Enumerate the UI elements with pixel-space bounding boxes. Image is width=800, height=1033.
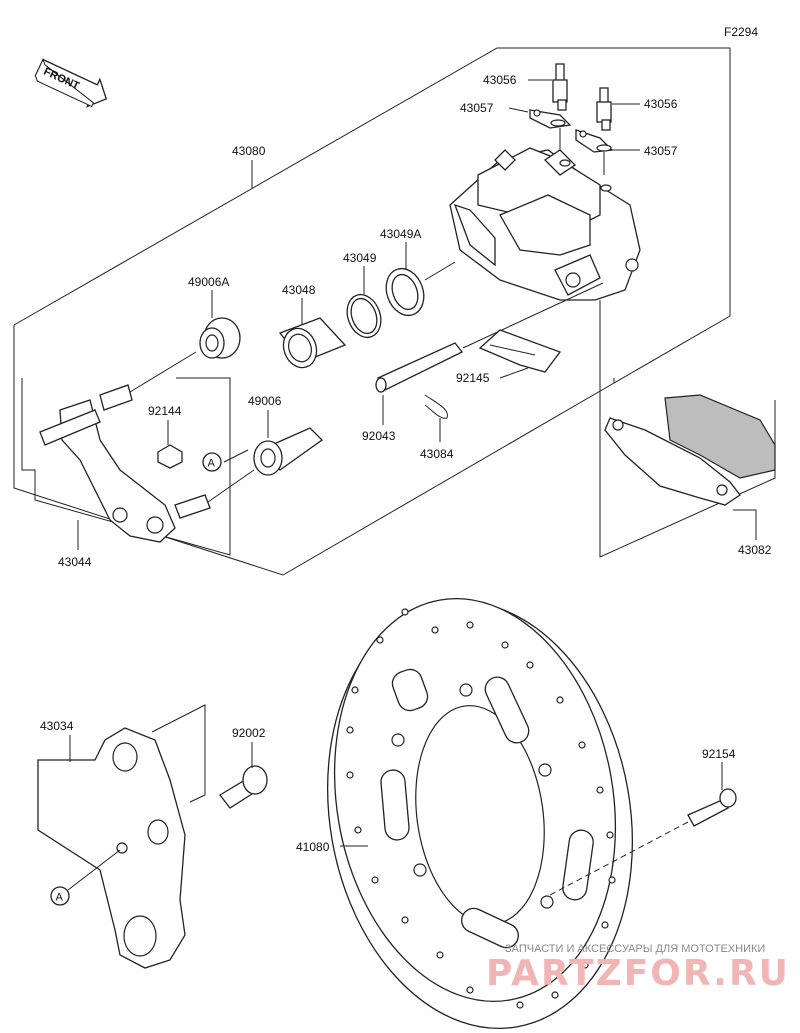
watermark-tagline: ЗАПЧАСТИ И АКСЕССУАРЫ ДЛЯ МОТОТЕХНИКИ <box>505 943 765 955</box>
label-43057-left: 43057 <box>460 101 494 115</box>
marker-a-lower: A <box>50 886 70 906</box>
caliper-assembly-outline <box>13 47 731 384</box>
label-41080: 41080 <box>296 840 330 854</box>
marker-a-lower-text: A <box>56 892 64 904</box>
bracket-clip-92144-icon <box>157 444 183 469</box>
leader-lines <box>67 79 757 891</box>
label-92154: 92154 <box>702 747 736 761</box>
label-43080: 43080 <box>232 144 266 158</box>
clip-43084-icon <box>424 394 449 419</box>
pad-box <box>599 300 776 558</box>
marker-a-upper-text: A <box>208 458 216 470</box>
pad-spring-92145-icon <box>478 329 562 373</box>
bolt-92002-icon <box>219 765 268 809</box>
label-49006A: 49006A <box>188 275 229 289</box>
seal-43049A-icon <box>385 267 425 317</box>
bracket-43044-icon <box>39 384 211 543</box>
label-43056-right: 43056 <box>644 97 678 111</box>
watermark-logo: PARTZFOR.RU <box>486 953 790 994</box>
label-43048: 43048 <box>282 283 316 297</box>
caliper-body <box>449 147 641 301</box>
label-92144: 92144 <box>148 404 182 418</box>
label-43034: 43034 <box>40 719 74 733</box>
seal-43049-icon <box>346 293 382 339</box>
brake-disc-41080-icon <box>326 598 634 1029</box>
label-92145: 92145 <box>456 371 490 385</box>
valve-cap-left-icon <box>529 109 572 129</box>
slider-boot-49006-icon <box>253 427 324 476</box>
front-arrow-icon: FRONT <box>34 58 108 108</box>
brake-pad-back-icon <box>664 394 776 479</box>
label-43082: 43082 <box>738 543 772 557</box>
label-43049A: 43049A <box>380 227 421 241</box>
bracket-box <box>21 377 231 556</box>
label-43056-left: 43056 <box>483 73 517 87</box>
label-92043: 92043 <box>362 429 396 443</box>
label-43057-right: 43057 <box>644 144 678 158</box>
label-92002: 92002 <box>232 726 266 740</box>
brake-pad-front-icon <box>604 417 741 506</box>
caliper-bracket-43034-icon <box>37 727 186 969</box>
label-43044: 43044 <box>58 555 92 569</box>
pin-92043-icon <box>375 342 464 393</box>
marker-a-upper: A <box>202 452 222 472</box>
disc-bolt-92154-icon <box>687 788 737 827</box>
bleed-valve-left-icon <box>552 63 568 111</box>
label-43049: 43049 <box>343 251 377 265</box>
bleed-valve-right-icon <box>596 87 612 131</box>
label-43084: 43084 <box>420 447 454 461</box>
slider-boot-49006A-icon <box>199 317 241 359</box>
valve-cap-right-icon <box>575 129 614 153</box>
piston-43048-icon <box>278 317 347 369</box>
diagram-code: F2294 <box>724 25 758 39</box>
label-49006: 49006 <box>248 394 282 408</box>
